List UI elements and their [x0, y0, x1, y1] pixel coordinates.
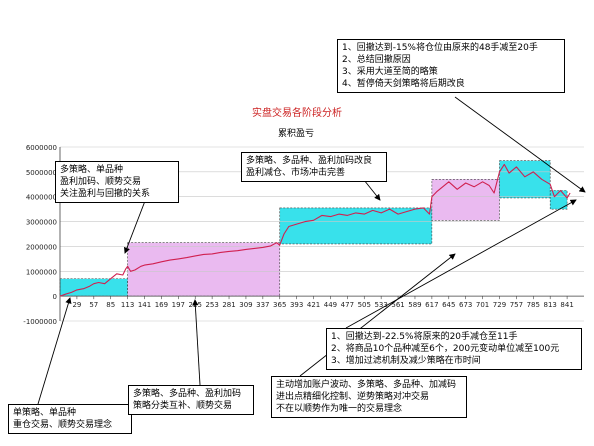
note-lower-right: 1、回撤达到-22.5%将原来的20手减仓至11手 2、将商品10个品种减至6个… — [326, 328, 582, 370]
x-tick-label: 169 — [155, 301, 168, 309]
x-tick-label: 645 — [442, 301, 455, 309]
note-line: 重仓交易、顺势交易理念 — [13, 420, 113, 430]
note-line: 多策略、多品种、盈利加码改良 — [246, 156, 373, 166]
x-tick-label: 197 — [172, 301, 185, 309]
x-tick-label: 533 — [374, 301, 387, 309]
note-bottom-mid: 多策略、多品种、盈利加码 策略分类互补、顺势交易 — [128, 385, 254, 415]
series-line-1 — [59, 163, 571, 297]
x-tick-label: 57 — [89, 301, 98, 309]
note-line: 多策略、多品种、盈利加码 — [133, 389, 242, 399]
x-tick-label: 505 — [358, 301, 371, 309]
x-tick-label: 29 — [72, 301, 81, 309]
x-tick-label: 841 — [560, 301, 573, 309]
note-line: 策略分类互补、顺势交易 — [133, 401, 233, 411]
phase-zone-3 — [279, 207, 433, 245]
note-line: 关注盈利与回撤的关系 — [60, 189, 151, 199]
y-tick-label: 4000000 — [26, 194, 57, 202]
note-line: 2、将商品10个品种减至6个，200元变动单位减至100元 — [331, 344, 560, 354]
note-bottom-right: 主动增加账户波动、多策略、多品种、加减码 进出点精细化控制、逆势策略对冲交易 不… — [271, 376, 467, 418]
x-tick-label: 785 — [527, 301, 540, 309]
x-tick-label: 393 — [290, 301, 303, 309]
x-tick-label: 561 — [391, 301, 404, 309]
note-line: 主动增加账户波动、多策略、多品种、加减码 — [276, 380, 457, 390]
note-line: 1、回撤达到-15%将仓位由原来的48手减至20手 — [342, 43, 538, 53]
arrow-bottom-mid — [192, 299, 201, 386]
x-tick-label: 141 — [138, 301, 151, 309]
arrow-bottom-right — [299, 253, 456, 377]
note-top-right: 1、回撤达到-15%将仓位由原来的48手减至20手 2、总结回撤原因 3、采用大… — [337, 39, 565, 93]
note-upper-left: 多策略、单品种 盈利加码、顺势交易 关注盈利与回撤的关系 — [55, 161, 179, 203]
y-tick-label: 2000000 — [26, 243, 57, 251]
y-tick-label: 3000000 — [26, 219, 57, 227]
x-tick-label: 589 — [408, 301, 421, 309]
x-tick-label: 365 — [273, 301, 286, 309]
note-line: 单策略、单品种 — [13, 408, 77, 418]
x-tick-label: 113 — [121, 301, 134, 309]
arrow-layer — [37, 96, 586, 405]
y-tick-label: 5000000 — [26, 169, 57, 177]
note-bottom-left: 单策略、单品种 重仓交易、顺势交易理念 — [8, 404, 132, 434]
x-tick-label: 253 — [205, 301, 218, 309]
page-title: 实盘交易各阶段分析 — [252, 108, 342, 119]
note-upper-mid: 多策略、多品种、盈利加码改良 盈利减仓、市场冲击完善 — [241, 152, 387, 182]
x-tick-label: 337 — [256, 301, 269, 309]
chart-title: 累积盈亏 — [278, 127, 314, 139]
phase-zone-1 — [59, 278, 128, 297]
x-tick-label: 617 — [425, 301, 438, 309]
note-line: 多策略、单品种 — [60, 165, 124, 175]
y-tick-label: 6000000 — [26, 144, 57, 152]
note-line: 3、增加过滤机制及减少策略在市时间 — [331, 356, 481, 366]
x-tick-label: 701 — [476, 301, 489, 309]
note-line: 3、采用大道至简的略策 — [342, 67, 438, 77]
note-line: 1、回撤达到-22.5%将原来的20手减仓至11手 — [331, 332, 518, 342]
x-tick-label: 281 — [222, 301, 235, 309]
arrow-lower-right — [345, 199, 577, 329]
phase-zone-2 — [127, 242, 281, 297]
note-line: 不在以顺势作为唯一的交易理念 — [276, 404, 403, 414]
axis-layer: -1000000 0 1000000 2000000 3000000 4000000 500… — [23, 144, 584, 326]
x-tick-label: 757 — [510, 301, 523, 309]
x-tick-label: 449 — [324, 301, 337, 309]
arrow-top-right — [454, 96, 586, 193]
y-tick-label: -1000000 — [23, 318, 57, 326]
x-tick-label: 729 — [493, 301, 506, 309]
x-tick-label: 421 — [307, 301, 320, 309]
y-tick-label: 0 — [53, 293, 57, 301]
arrow-bottom-left — [37, 297, 72, 405]
note-line: 4、暂停倚天剑策略将后期改良 — [342, 79, 465, 89]
x-tick-label: 673 — [459, 301, 472, 309]
note-line: 进出点精细化控制、逆势策略对冲交易 — [276, 392, 430, 402]
x-tick-label: 309 — [239, 301, 252, 309]
note-line: 盈利加码、顺势交易 — [60, 177, 142, 187]
series-layer — [59, 163, 571, 297]
note-line: 2、总结回撤原因 — [342, 55, 411, 65]
x-tick-label: 813 — [544, 301, 557, 309]
x-tick-label: 477 — [341, 301, 354, 309]
note-line: 盈利减仓、市场冲击完善 — [246, 168, 346, 178]
x-tick-label: 85 — [106, 301, 115, 309]
y-tick-label: 1000000 — [26, 268, 57, 276]
